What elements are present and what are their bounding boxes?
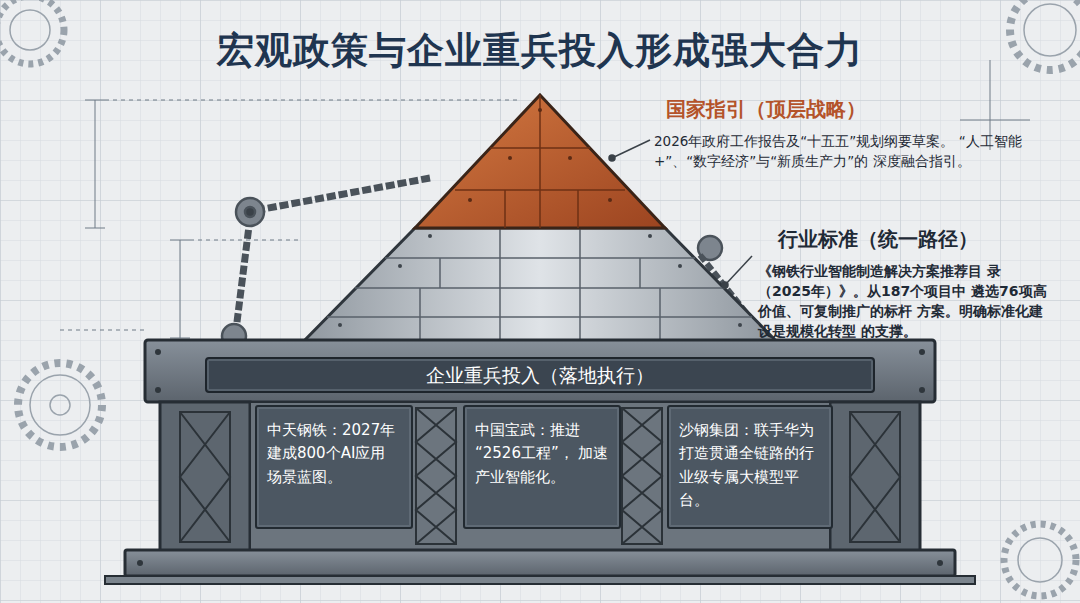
pyramid-steel-tier [300, 228, 780, 345]
callout-body: 2026年政府工作报告及“十五五”规划纲要草案。 “人工智能+”、“数字经济”与… [654, 132, 1029, 171]
panel-text: 中国宝武：推进 “2526工程”， 加速产业智能化。 [465, 407, 619, 497]
base-structure [105, 340, 975, 584]
project-panel: 中国宝武：推进 “2526工程”， 加速产业智能化。 [463, 405, 621, 529]
callout-body: 《钢铁行业智能制造解决方案推荐目 录（2025年）》。从187个项目中 遴选76… [758, 262, 1050, 342]
callout-heading: 国家指引（顶层战略） [666, 96, 1036, 122]
base-platform: 企业重兵投入（落地执行） 中天钢铁：2027年 建成800个AI应用 场景蓝图。中… [145, 340, 935, 576]
pyramid-copper-top [415, 95, 665, 228]
callout-heading: 行业标准（统一路径） [778, 226, 1063, 252]
diagram-title: 宏观政策与企业重兵投入形成强大合力 [0, 26, 1080, 76]
project-panel: 中天钢铁：2027年 建成800个AI应用 场景蓝图。 [255, 405, 413, 529]
section-band: 企业重兵投入（落地执行） [205, 357, 875, 393]
project-panel: 沙钢集团：联手华为 打造贯通全链路的行 业级专属大模型平台。 [667, 405, 833, 529]
panel-text: 沙钢集团：联手华为 打造贯通全链路的行 业级专属大模型平台。 [669, 407, 831, 520]
panel-text: 中天钢铁：2027年 建成800个AI应用 场景蓝图。 [257, 407, 411, 497]
